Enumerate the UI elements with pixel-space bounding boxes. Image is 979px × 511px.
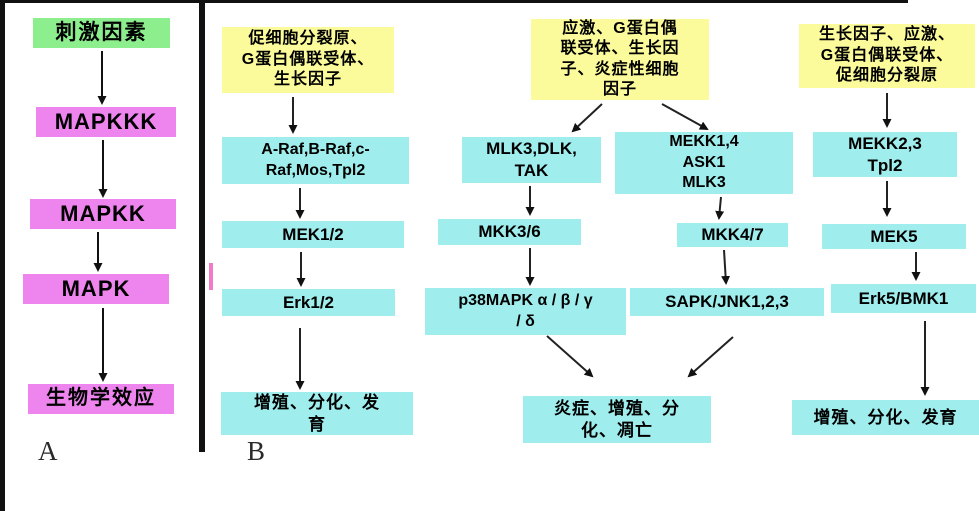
node-mkk47: MKK4/7: [677, 223, 788, 247]
node-mapk: MAPK: [23, 274, 169, 304]
arrow-p38-to-effect: [546, 335, 594, 378]
node-b4-stimuli: 生长因子、应激、 G蛋白偶联受体、 促细胞分裂原: [799, 24, 975, 88]
panel-divider-line: [199, 0, 205, 452]
arrow-b2-stimuli-to-mlk3: [571, 103, 603, 133]
node-b4-effect: 增殖、分化、发育: [792, 400, 979, 435]
node-mlk3-dlk-tak: MLK3,DLK, TAK: [462, 137, 601, 183]
node-stimulus-factors: 刺激因素: [33, 18, 170, 48]
arrow-mkk47-to-sapk: [721, 249, 731, 285]
node-mekk14-ask1-mlk3: MEKK1,4 ASK1 MLK3: [615, 132, 793, 194]
top-border-line: [0, 0, 908, 3]
node-erk5-bmk1: Erk5/BMK1: [831, 284, 976, 313]
node-mkk36: MKK3/6: [438, 219, 581, 245]
node-mekk23-tpl2: MEKK2,3 Tpl2: [813, 132, 957, 177]
node-b1-effect: 增殖、分化、发 育: [221, 392, 413, 435]
panel-a-label: A: [38, 436, 58, 466]
node-b2-stimuli: 应激、G蛋白偶 联受体、生长因 子、炎症性细胞 因子: [531, 19, 709, 100]
node-mapkkk: MAPKKK: [36, 107, 176, 137]
node-p38mapk: p38MAPK α / β / γ / δ: [425, 288, 626, 335]
arrow-b2-stimuli-to-mekk14: [661, 103, 709, 130]
node-erk12: Erk1/2: [222, 289, 395, 316]
pink-tick-mark: [209, 263, 213, 290]
node-mapkk: MAPKK: [30, 199, 176, 229]
node-mek5: MEK5: [822, 224, 966, 249]
left-border-line: [0, 0, 5, 511]
arrow-sapk-to-effect: [687, 336, 734, 378]
node-biological-effect: 生物学效应: [28, 384, 174, 414]
node-b2-effect: 炎症、增殖、分 化、凋亡: [523, 396, 711, 443]
arrow-mekk14-to-mkk47: [715, 196, 725, 220]
node-b1-stimuli: 促细胞分裂原、 G蛋白偶联受体、 生长因子: [222, 27, 394, 93]
panel-b-label: B: [247, 436, 266, 466]
node-mek12: MEK1/2: [222, 221, 404, 248]
node-raf-mos-tpl2: A-Raf,B-Raf,c- Raf,Mos,Tpl2: [222, 137, 409, 184]
node-sapk-jnk: SAPK/JNK1,2,3: [630, 288, 824, 316]
